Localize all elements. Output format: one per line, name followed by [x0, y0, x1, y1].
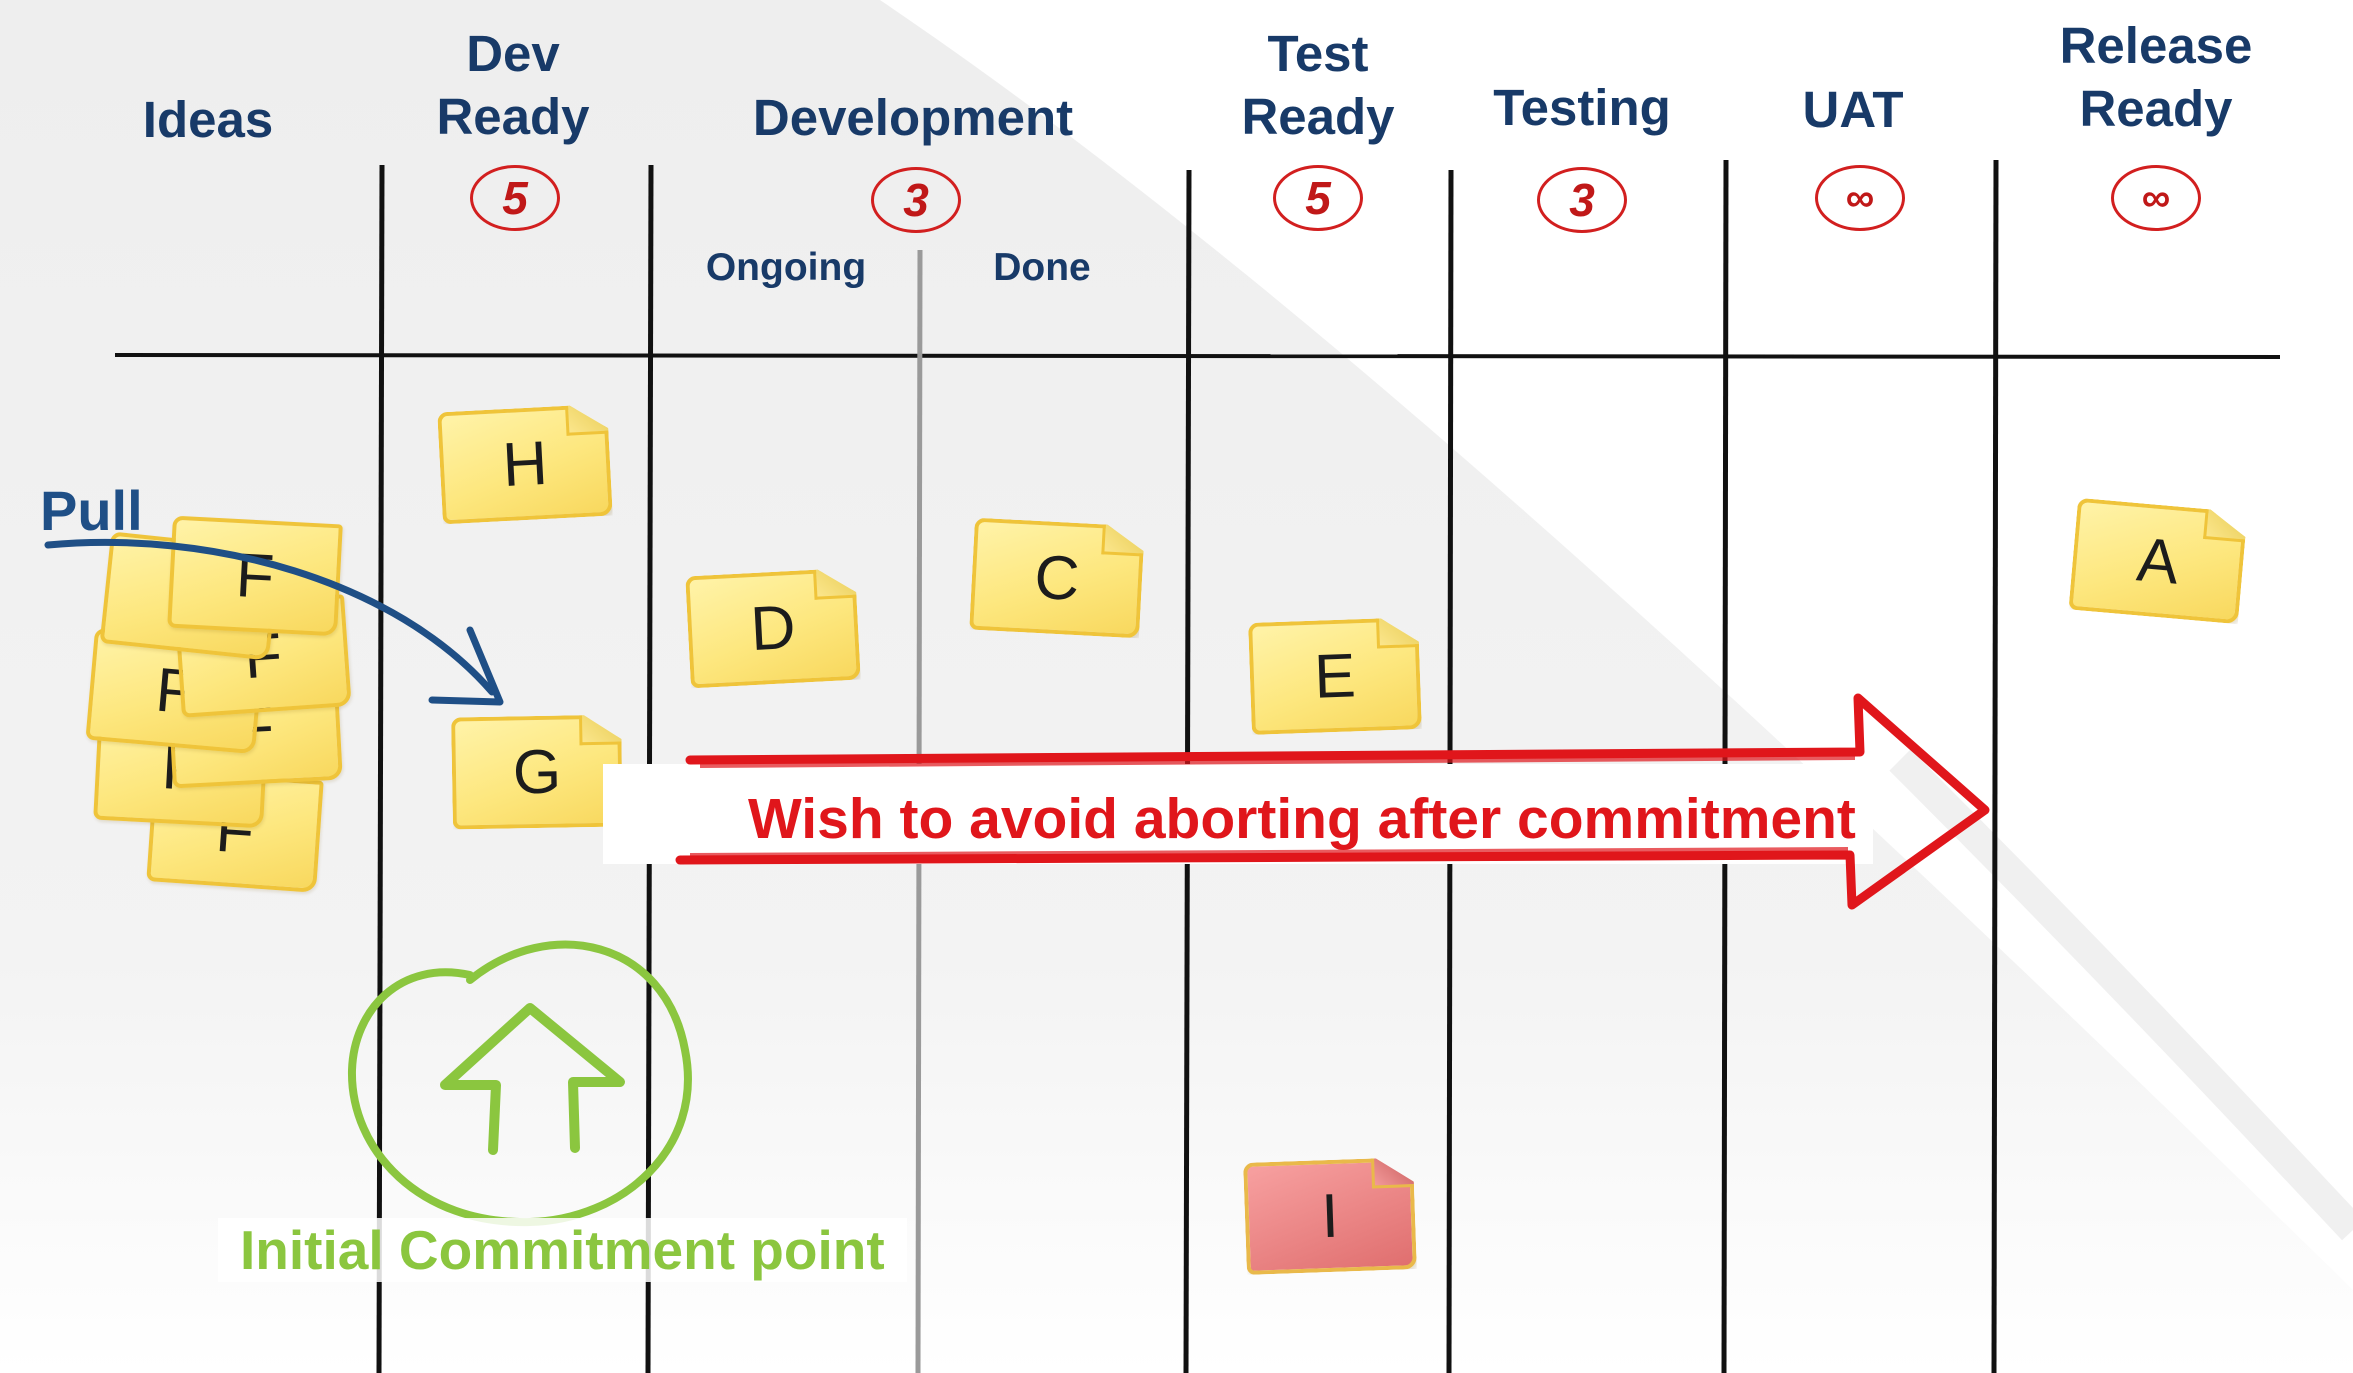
sub-column-done: Done	[993, 246, 1091, 289]
wip-limit-uat: ∞	[1815, 165, 1905, 231]
column-title-testing: Testing	[1493, 79, 1671, 136]
column-title-release-ready: Release Ready	[2059, 17, 2253, 137]
column-title-test-ready: Test Ready	[1241, 25, 1395, 145]
commitment-point-label: Initial Commitment point	[218, 1218, 907, 1282]
wip-limit-release-ready: ∞	[2111, 165, 2201, 231]
column-title-uat: UAT	[1802, 81, 1904, 138]
wip-limit-development: 3	[871, 167, 961, 233]
wip-limit-test-ready: 5	[1273, 165, 1363, 231]
pull-label: Pull	[40, 479, 143, 542]
column-title-ideas: Ideas	[142, 91, 274, 148]
column-title-development: Development	[752, 89, 1074, 146]
wip-limit-testing: 3	[1537, 167, 1627, 233]
wish-arrow-band	[603, 764, 1873, 864]
sub-column-ongoing: Ongoing	[705, 246, 867, 289]
wip-limit-dev-ready: 5	[470, 165, 560, 231]
wish-label: Wish to avoid aborting after commitment	[748, 787, 1856, 851]
column-title-dev-ready: Dev Ready	[436, 25, 590, 145]
